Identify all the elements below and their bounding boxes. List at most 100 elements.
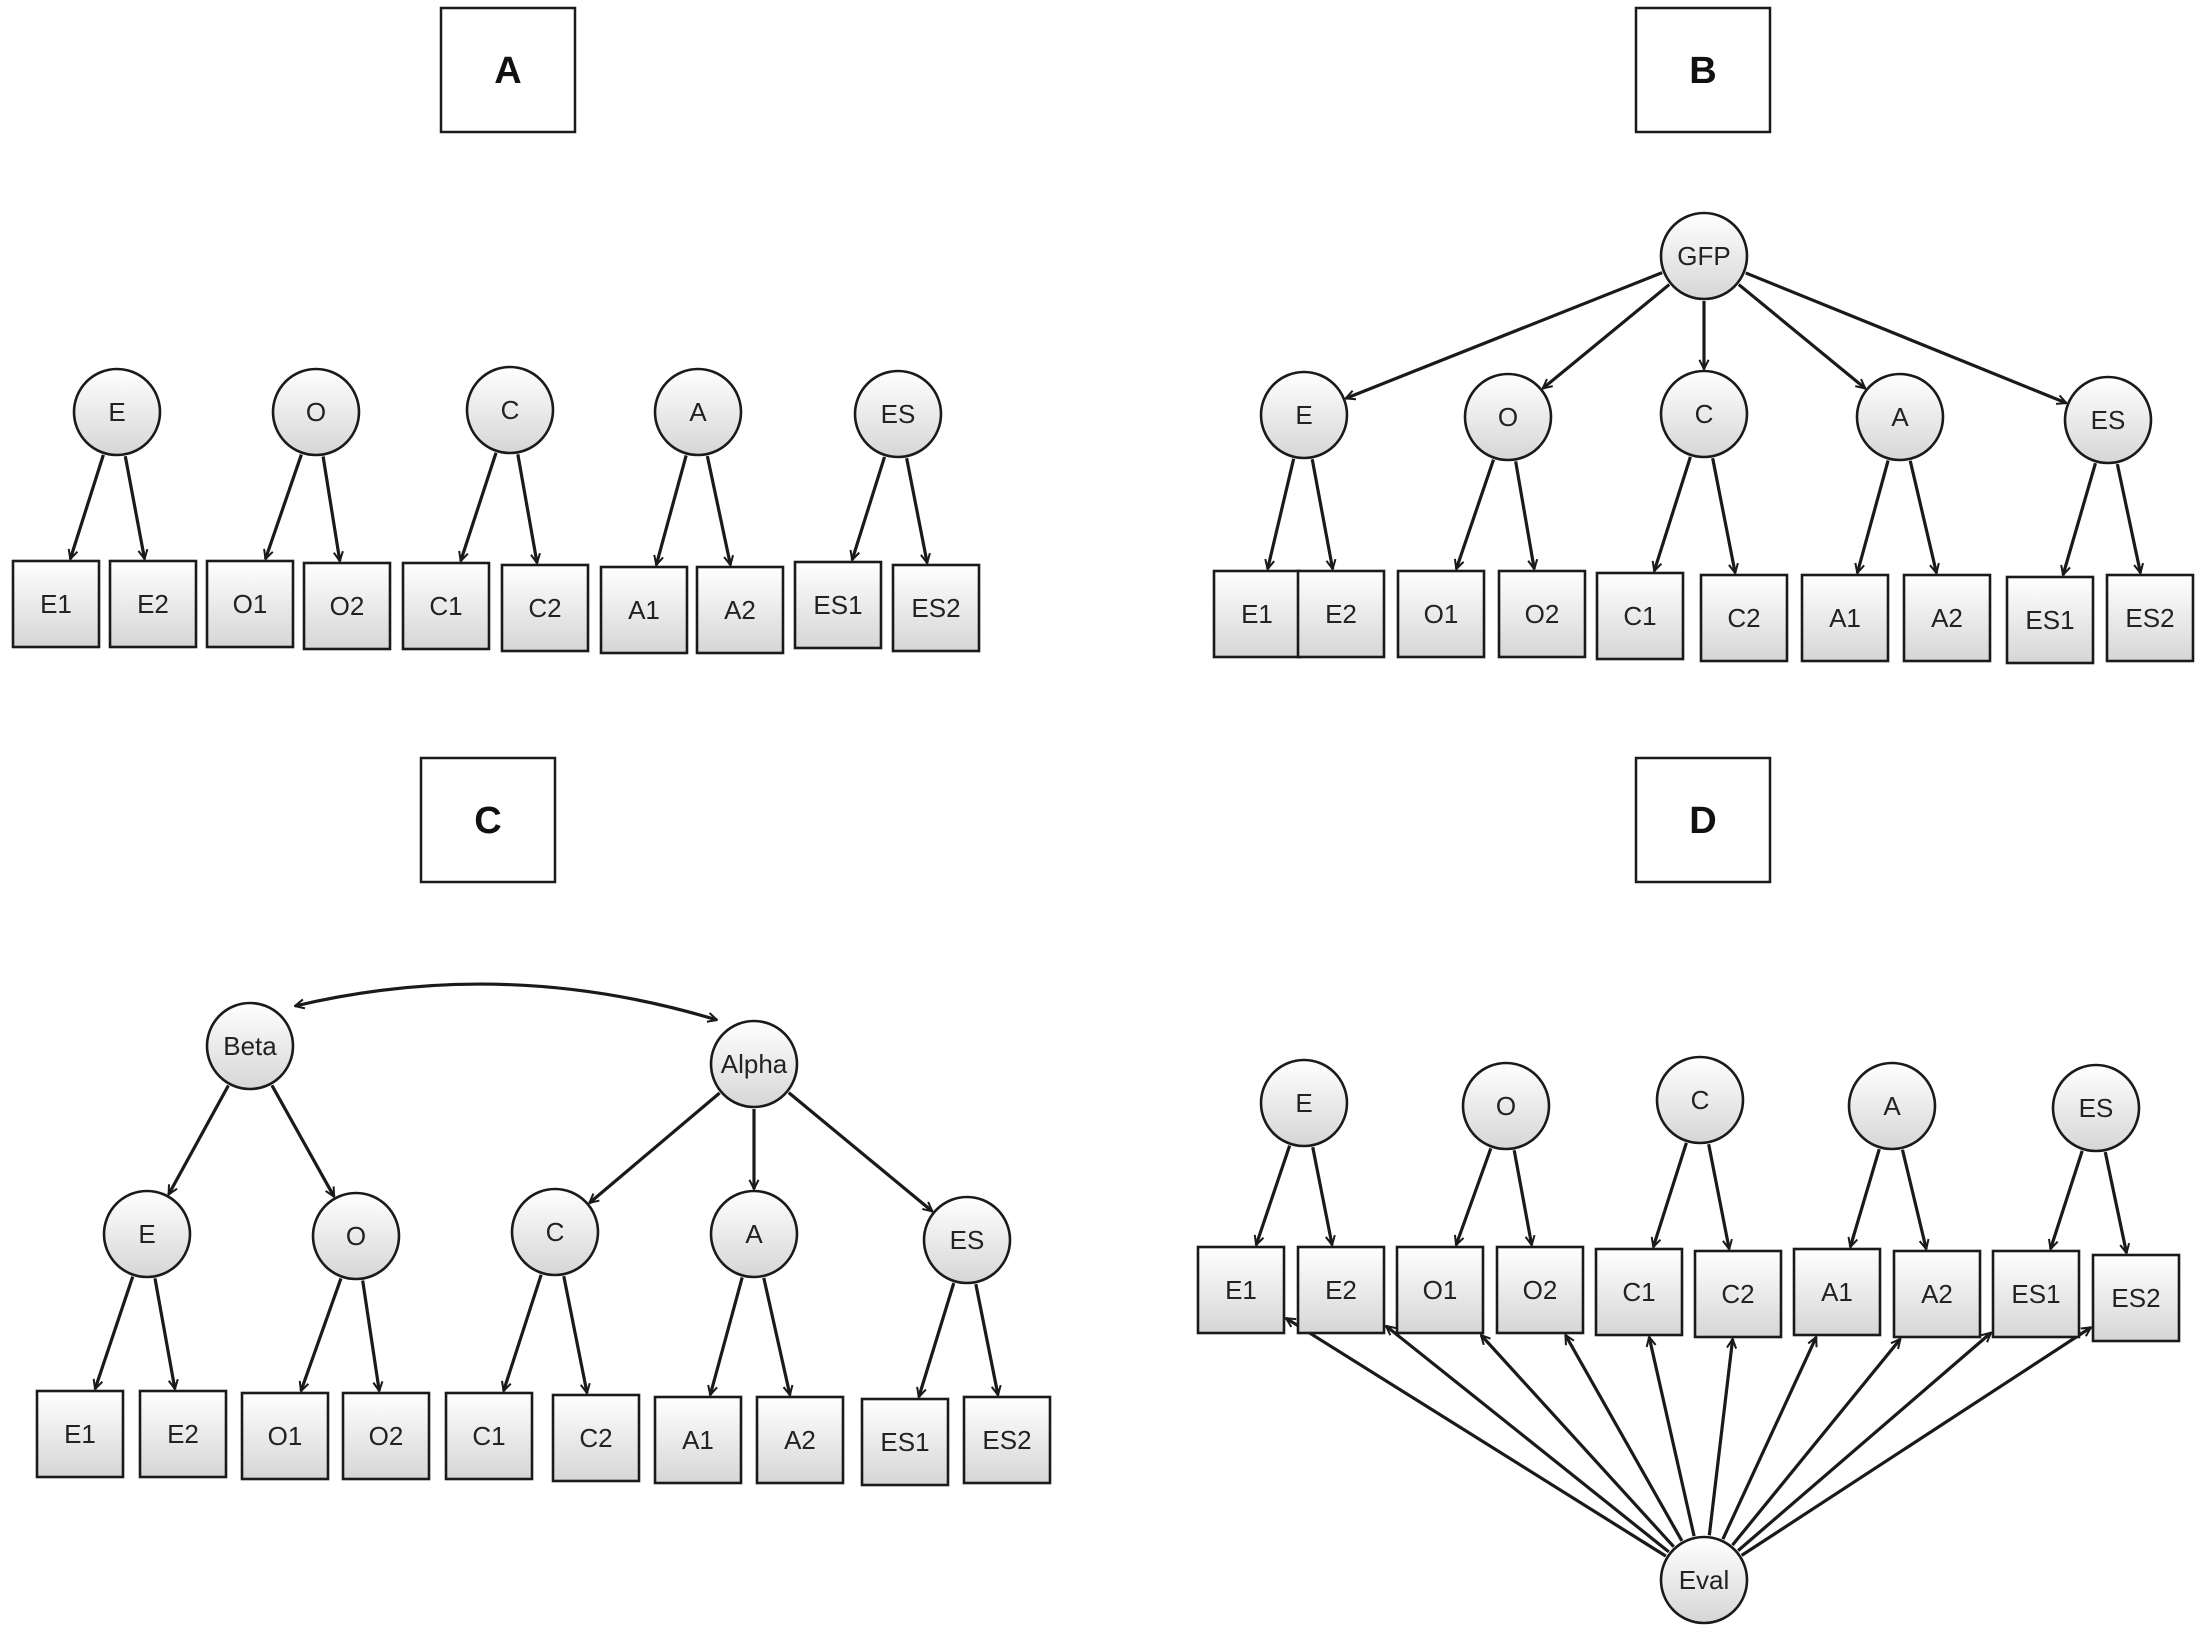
edge-c-to-c2 [1711,457,1736,573]
observed-node-a2: A2 [695,565,785,655]
node-label: ES [881,399,916,429]
observed-node-e2: E2 [1296,1245,1386,1335]
node-box [1902,573,1992,663]
edge-eval-to-a1 [1721,1337,1818,1540]
node-box [551,1393,641,1483]
observed-node-c2: C2 [1693,1249,1783,1339]
node-box [138,1389,228,1479]
panel-label-box [1634,6,1772,134]
node-label: Alpha [721,1049,788,1079]
edge-gfp-to-es [1745,271,2067,403]
node-box [599,565,689,655]
observed-node-o1: O1 [205,559,295,649]
node-label: E [1295,400,1312,430]
edge-o-to-o2 [1514,461,1535,569]
node-label: C2 [528,593,561,623]
node-box [1892,1249,1982,1339]
node-circle [72,367,162,457]
node-box [341,1391,431,1481]
observed-node-a1: A1 [1800,573,1890,663]
node-box [205,559,295,649]
node-box [962,1395,1052,1485]
observed-node-c1: C1 [1594,1247,1684,1337]
edge-c-to-c2 [562,1275,587,1393]
node-label: E2 [137,589,169,619]
latent-node-o: O [311,1191,401,1281]
panel-label-box [439,6,577,134]
node-label: E2 [1325,1275,1357,1305]
node-label: O2 [330,591,365,621]
node-box [1699,573,1789,663]
edge-eval-to-o2 [1564,1335,1684,1542]
node-label: E1 [1225,1275,1257,1305]
latent-node-a: A [1847,1061,1937,1151]
observed-node-c1: C1 [1595,571,1685,661]
node-label: ES1 [2025,605,2074,635]
latent-node-a: A [1855,372,1945,462]
node-circle [1659,211,1749,301]
node-box [35,1389,125,1479]
node-circle [1655,1055,1745,1145]
edge-e-to-e1 [95,1276,135,1389]
observed-node-a2: A2 [1892,1249,1982,1339]
edge-eval-to-es1 [1737,1333,1991,1552]
node-label: O2 [369,1421,404,1451]
node-box [1495,1245,1585,1335]
node-label: ES [2079,1093,2114,1123]
node-label: ES [2091,405,2126,435]
edge-es-to-es2 [905,457,928,563]
observed-node-c2: C2 [1699,573,1789,663]
edge-a-to-a1 [656,454,688,565]
node-circle [102,1189,192,1279]
latent-node-c: C [1659,369,1749,459]
edge-c-to-c2 [1707,1143,1730,1249]
latent-node-c: C [1655,1055,1745,1145]
edge-beta-to-e [167,1084,230,1194]
edge-a-to-a1 [1857,459,1890,573]
node-label: Beta [223,1031,277,1061]
panel-label-b: B [1634,6,1772,134]
node-label: O [1496,1091,1516,1121]
edge-a-to-a2 [1908,460,1936,573]
edge-es-to-es2 [974,1283,998,1395]
node-box [2105,573,2195,663]
node-box [1296,1245,1386,1335]
latent-node-es: ES [853,369,943,459]
panel-label-text: C [474,800,501,842]
observed-node-es1: ES1 [860,1397,950,1487]
edge-o-to-o1 [1456,459,1496,569]
edge-es-to-es2 [2103,1151,2126,1253]
edge-eval-to-a2 [1731,1339,1900,1547]
node-circle [922,1195,1012,1285]
node-circle [465,365,555,455]
node-label: A [745,1219,763,1249]
node-circle [709,1019,799,1109]
latent-node-o: O [1463,372,1553,462]
node-label: ES [950,1225,985,1255]
node-box [1212,569,1302,659]
node-box [1991,1249,2081,1339]
node-label: ES2 [2111,1283,2160,1313]
node-label: E1 [40,589,72,619]
node-label: E [138,1219,155,1249]
latent-node-es: ES [922,1195,1012,1285]
node-box [755,1395,845,1485]
node-box [1594,1247,1684,1337]
edge-c-to-c1 [1653,1142,1688,1247]
edge-gfp-to-o [1543,283,1671,389]
node-label: A1 [1821,1277,1853,1307]
edge-e-to-e2 [1311,1146,1332,1245]
observed-node-a1: A1 [599,565,689,655]
observed-node-e1: E1 [1212,569,1302,659]
node-label: ES1 [880,1427,929,1457]
node-box [1800,573,1890,663]
observed-node-c2: C2 [551,1393,641,1483]
edge-c-to-c1 [461,452,498,561]
node-circle [1847,1061,1937,1151]
node-circle [1463,372,1553,462]
node-circle [2051,1063,2141,1153]
node-label: A1 [628,595,660,625]
edge-a-to-a1 [710,1277,744,1395]
node-box [2091,1253,2181,1343]
